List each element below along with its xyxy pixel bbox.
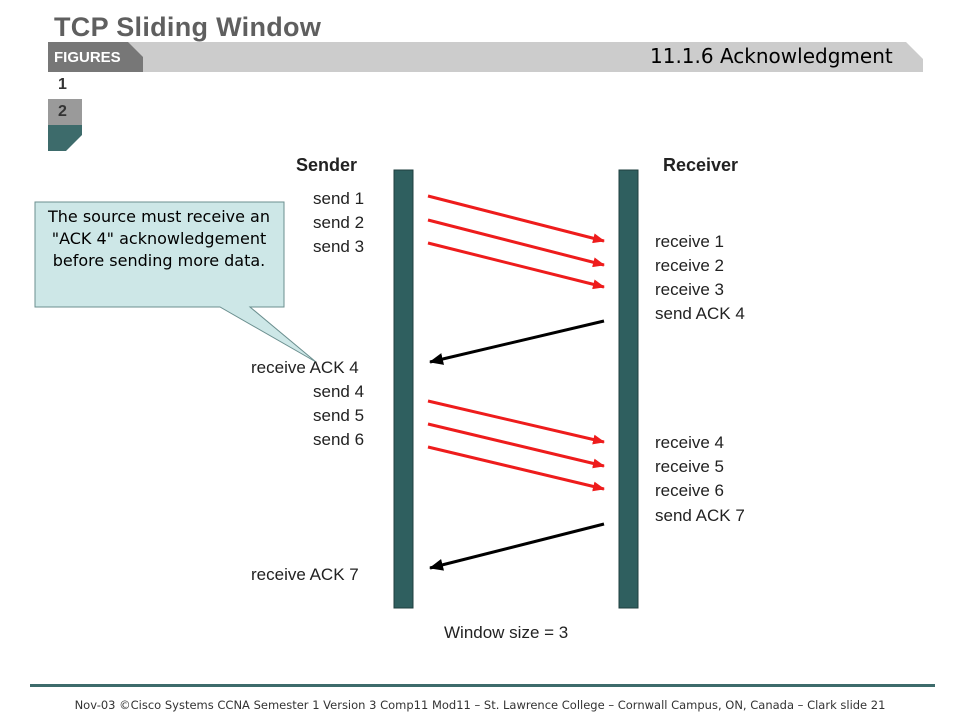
sender-label: Sender <box>296 155 358 175</box>
figure-tabs: 1 2 <box>48 72 82 156</box>
sender-event: send 1 <box>313 189 365 208</box>
data-arrows-window-1 <box>427 194 605 290</box>
slide-title: TCP Sliding Window <box>54 12 322 42</box>
section-heading: 11.1.6 Acknowledgment <box>650 44 893 68</box>
receiver-event: receive 2 <box>655 256 724 275</box>
sender-event: receive ACK 7 <box>251 565 359 584</box>
data-arrow-4 <box>427 399 605 445</box>
receiver-event: receive 4 <box>655 433 724 452</box>
receiver-event: receive 6 <box>655 481 724 500</box>
callout-bubble <box>34 201 317 363</box>
receiver-event: send ACK 4 <box>655 304 745 323</box>
ack-arrow-7 <box>429 522 605 571</box>
footer-text: Nov-03 ©Cisco Systems CCNA Semester 1 Ve… <box>74 698 886 712</box>
data-arrow-3 <box>427 241 605 290</box>
data-arrow-6 <box>427 445 605 492</box>
figure-tab-end <box>48 125 82 151</box>
sender-event: send 6 <box>313 430 365 449</box>
data-arrow-1 <box>427 194 605 244</box>
receiver-timeline <box>618 169 639 609</box>
receiver-event: receive 3 <box>655 280 724 299</box>
callout-text: The source must receive an "ACK 4" ackno… <box>48 207 270 270</box>
data-arrow-2 <box>427 218 605 268</box>
figures-tab[interactable]: FIGURES <box>54 49 121 66</box>
receiver-event: receive 1 <box>655 232 724 251</box>
receiver-event: send ACK 7 <box>655 506 745 525</box>
sender-event: receive ACK 4 <box>251 358 359 377</box>
window-size-caption: Window size = 3 <box>444 623 569 642</box>
title-bar <box>48 42 923 72</box>
data-arrows-window-2 <box>427 399 605 492</box>
ack-arrow-4 <box>429 319 605 365</box>
sender-event: send 2 <box>313 213 365 232</box>
receiver-label: Receiver <box>663 155 739 175</box>
sender-timeline <box>393 169 414 609</box>
sender-event: send 5 <box>313 406 365 425</box>
sender-event: send 3 <box>313 237 365 256</box>
figure-tab-1[interactable]: 1 <box>48 72 82 98</box>
data-arrow-5 <box>427 422 605 469</box>
receiver-event: receive 5 <box>655 457 724 476</box>
sender-event: send 4 <box>313 382 365 401</box>
footer-divider <box>30 684 935 687</box>
figure-tab-2[interactable]: 2 <box>48 98 82 125</box>
